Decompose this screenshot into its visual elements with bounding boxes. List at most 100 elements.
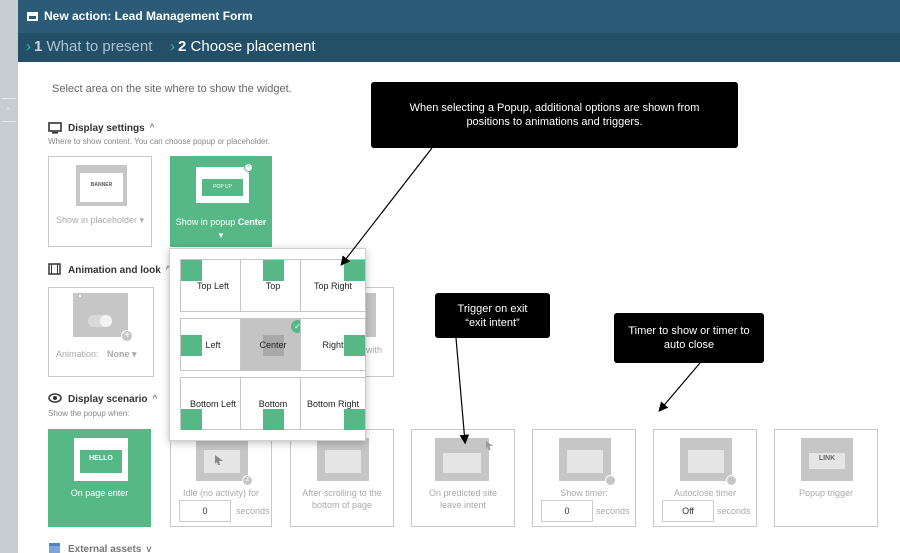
- position-label: Center: [259, 340, 287, 350]
- rail-plus-icon[interactable]: +: [6, 106, 11, 113]
- popup-caption-text: Show in popup: [175, 217, 236, 227]
- hello-thumbnail: HELLO: [74, 438, 128, 481]
- exit-thumbnail: [435, 438, 493, 481]
- chevron-down-icon: v: [146, 544, 152, 553]
- section-title: External assets: [68, 544, 142, 553]
- position-marker: [181, 409, 202, 430]
- banner-label: BANNER: [90, 182, 113, 188]
- animation-label: Animation:: [56, 349, 99, 359]
- section-title: Display scenario: [68, 394, 148, 405]
- scenario-autoclose-timer[interactable]: Autoclose timer Off seconds: [653, 429, 757, 527]
- position-marker: [263, 409, 284, 430]
- popup-thumb-label: POP UP: [213, 184, 232, 190]
- eye-icon: [48, 393, 62, 403]
- scenario-scrolling[interactable]: After scrolling to the bottom of page: [290, 429, 394, 527]
- autoclose-seconds-input[interactable]: Off: [662, 500, 714, 522]
- clock-icon: [726, 475, 737, 486]
- popup-caption: Show in popup Center: [171, 216, 271, 228]
- header-bar: New action: Lead Management Form: [18, 0, 900, 33]
- position-option-bottom-right[interactable]: Bottom Right: [300, 377, 366, 430]
- monitor-icon: [48, 122, 62, 134]
- scenario-exit-intent[interactable]: On predicted site leave intent: [411, 429, 515, 527]
- placeholder-card[interactable]: BANNER Show in placeholder ▾: [48, 156, 152, 247]
- callout-text: “exit intent”: [465, 316, 520, 329]
- position-option-top-left[interactable]: Top Left: [180, 259, 246, 312]
- idle-seconds-input[interactable]: 0: [179, 500, 231, 522]
- dot: [79, 295, 81, 297]
- chevron-down-icon: ▾: [139, 215, 145, 225]
- position-label: Bottom: [258, 399, 288, 409]
- popup-position-value: Center: [237, 217, 267, 227]
- hello-badge: HELLO: [89, 455, 113, 462]
- position-option-right[interactable]: Right: [300, 318, 366, 371]
- scenario-idle[interactable]: z Idle (no activity) for 0 seconds: [170, 429, 272, 527]
- position-marker: [181, 260, 202, 281]
- scroll-caption: After scrolling to the bottom of page: [302, 488, 382, 510]
- film-icon: [48, 263, 61, 275]
- close-icon: ×: [244, 163, 253, 172]
- step-choose-placement[interactable]: ›2 Choose placement: [170, 38, 316, 55]
- chevron-right-icon: ›: [170, 38, 175, 55]
- step-number: 1: [34, 38, 43, 55]
- scenario-on-page-enter[interactable]: HELLO On page enter: [48, 429, 151, 527]
- callout-timer: Timer to show or timer to auto close: [614, 313, 764, 363]
- timer-thumbnail-inner: [567, 450, 603, 473]
- external-assets-header[interactable]: External assets v: [68, 544, 151, 553]
- step-number: 2: [178, 38, 187, 55]
- scenario-show-timer[interactable]: Show timer: 0 seconds: [532, 429, 636, 527]
- scenario-subtitle: Show the popup when:: [48, 409, 130, 418]
- arrow-to-timers: [658, 362, 701, 412]
- rail-divider: [2, 121, 16, 122]
- animation-card[interactable]: + Animation: None ▾: [48, 287, 154, 377]
- on-enter-caption: On page enter: [70, 488, 129, 498]
- position-label: Bottom Right: [306, 399, 360, 409]
- position-marker: [181, 335, 202, 356]
- callout-text: When selecting a Popup, additional optio…: [409, 102, 700, 128]
- scenario-header[interactable]: Display scenario^: [68, 394, 157, 405]
- step-label: What to present: [46, 38, 153, 55]
- calendar-icon: [49, 543, 60, 553]
- cursor-icon: [486, 441, 493, 450]
- position-option-top[interactable]: Top: [240, 259, 306, 312]
- window-icon: [27, 12, 38, 21]
- position-marker: [263, 335, 284, 356]
- position-option-center[interactable]: Center✓: [240, 318, 306, 371]
- position-marker: [344, 335, 365, 356]
- scenario-popup-trigger[interactable]: LINK Popup trigger: [774, 429, 878, 527]
- callout-exit-intent: Trigger on exit “exit intent”: [435, 293, 550, 338]
- plus-icon: +: [121, 330, 133, 342]
- chevron-down-icon: ▾: [132, 349, 137, 359]
- scroll-thumbnail: [317, 438, 369, 481]
- timer-thumbnail: [559, 438, 616, 486]
- animation-header[interactable]: Animation and look^: [68, 265, 170, 276]
- position-option-top-right[interactable]: Top Right: [300, 259, 366, 312]
- animation-select[interactable]: None ▾: [107, 349, 137, 360]
- trigger-caption: Popup trigger: [798, 488, 854, 498]
- popup-card[interactable]: POP UP × Show in popup Center ▾: [170, 156, 272, 247]
- banner-thumbnail: BANNER: [76, 165, 127, 206]
- timer-seconds-input[interactable]: 0: [541, 500, 593, 522]
- left-rail: +: [0, 0, 18, 553]
- section-title: Display settings: [68, 123, 145, 134]
- clock-icon: z: [242, 475, 253, 486]
- partial-caption: with: [366, 345, 383, 355]
- popup-thumbnail-inner: POP UP: [202, 179, 243, 196]
- toggle-knob: [100, 315, 112, 327]
- autoclose-unit: seconds: [717, 506, 751, 516]
- scroll-thumbnail-inner: [325, 450, 361, 473]
- position-label: Bottom Left: [189, 399, 237, 409]
- cursor-icon: [215, 455, 223, 465]
- chevron-up-icon: ^: [166, 265, 171, 276]
- callout-text: Timer to show or timer to: [628, 325, 750, 337]
- position-option-bottom-left[interactable]: Bottom Left: [180, 377, 246, 430]
- page-title: New action: Lead Management Form: [44, 9, 253, 23]
- arrow-to-top-right: [340, 147, 433, 266]
- toggle-shape: [88, 315, 112, 327]
- display-settings-subtitle: Where to show content. You can choose po…: [48, 137, 270, 146]
- banner-thumbnail-inner: BANNER: [80, 173, 123, 202]
- position-option-left[interactable]: Left: [180, 318, 246, 371]
- link-badge: LINK: [818, 455, 836, 462]
- step-what-to-present[interactable]: ›1 What to present: [26, 38, 152, 55]
- display-settings-header[interactable]: Display settings^: [68, 123, 154, 134]
